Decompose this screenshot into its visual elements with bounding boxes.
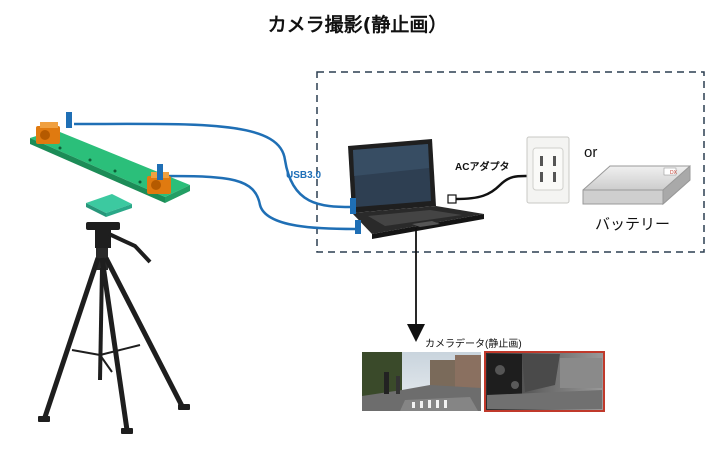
ac-adapter-label: ACアダプタ	[455, 162, 510, 173]
laptop	[348, 139, 484, 239]
wall-outlet	[526, 136, 570, 204]
usb-cables	[73, 122, 356, 231]
battery-badge: DX	[670, 170, 678, 176]
battery-label: バッテリー	[595, 216, 671, 233]
left-camera	[36, 112, 72, 144]
or-label: or	[584, 144, 598, 161]
depth-map-image	[484, 351, 605, 412]
tripod-mount-plate	[86, 194, 132, 217]
usb-label: USB3.0	[286, 170, 322, 181]
right-camera	[147, 164, 171, 194]
tripod	[38, 222, 190, 434]
diagram-title: カメラ撮影(静止画）	[267, 14, 448, 36]
camera-data-label: カメラデータ(静止画)	[425, 339, 522, 350]
system-boundary	[316, 71, 705, 253]
ac-adapter-cable	[447, 174, 530, 204]
camera-photo	[362, 352, 481, 411]
battery-unit	[582, 164, 691, 206]
